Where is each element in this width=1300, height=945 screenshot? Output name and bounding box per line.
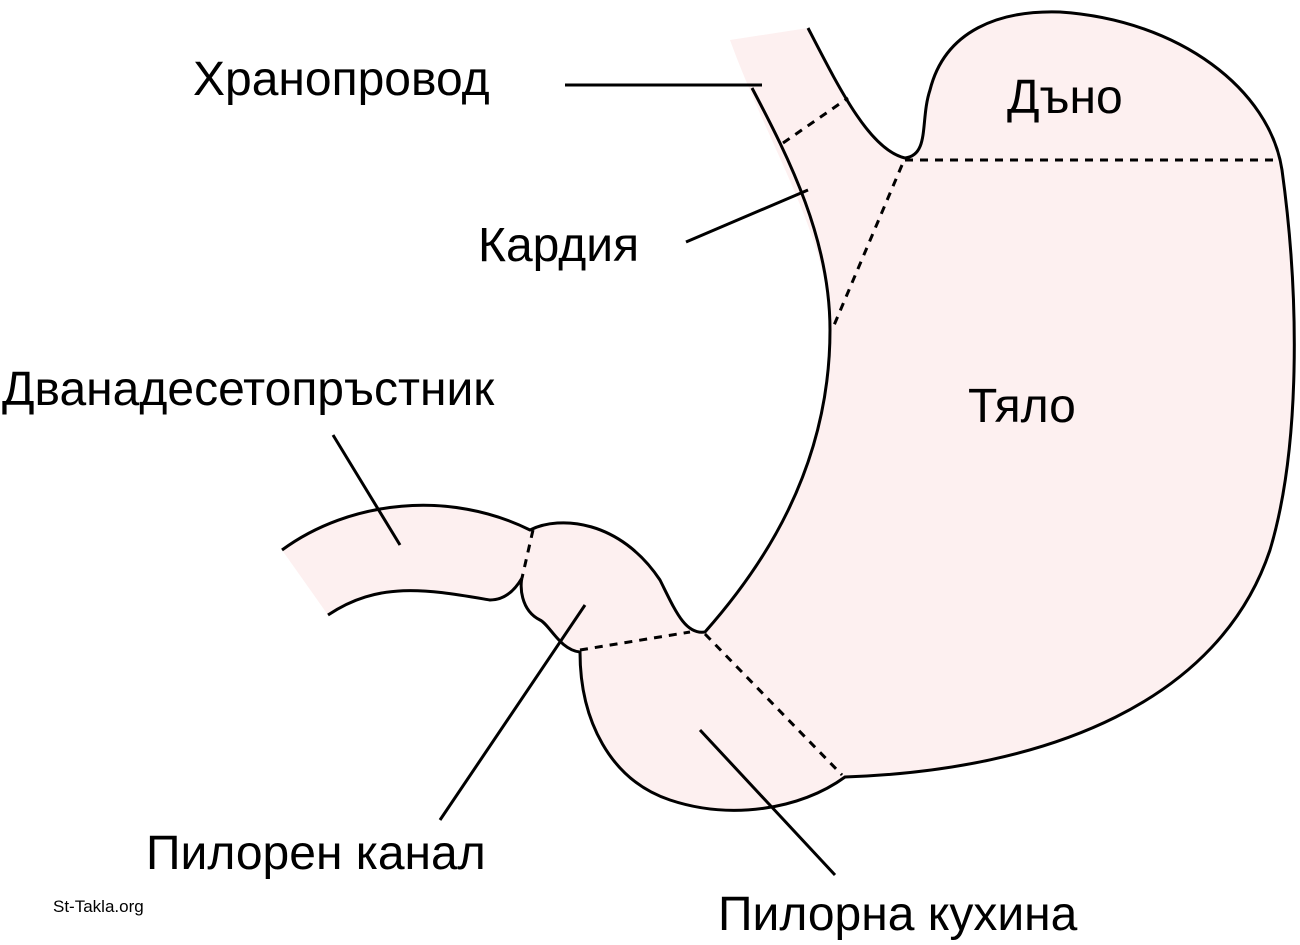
label-body: Тяло: [968, 380, 1076, 433]
label-duodenum: Дванадесетопръстник: [2, 363, 495, 416]
label-esophagus: Хранопровод: [193, 53, 490, 106]
duodenum-leader-line: [331, 434, 402, 546]
label-pyloric-canal: Пилорен канал: [146, 827, 486, 880]
lesser-curvature-outline: [281, 87, 832, 634]
label-cardia: Кардия: [478, 219, 640, 272]
pyloric-canal-boundary: [579, 630, 691, 652]
watermark: St-Takla.org: [53, 897, 144, 916]
label-pyloric-antrum: Пилорна кухина: [718, 888, 1078, 941]
label-fundus: Дъно: [1007, 71, 1123, 124]
cardia-leader-line: [685, 188, 809, 244]
stomach-fill: [282, 11, 1295, 811]
pyloric-antrum-leader-line: [698, 728, 837, 877]
pyloric-canal-leader-line: [438, 604, 587, 821]
cardia-boundary-top: [782, 96, 849, 145]
antrum-boundary: [703, 632, 844, 777]
greater-curvature-outline: [327, 10, 1296, 812]
